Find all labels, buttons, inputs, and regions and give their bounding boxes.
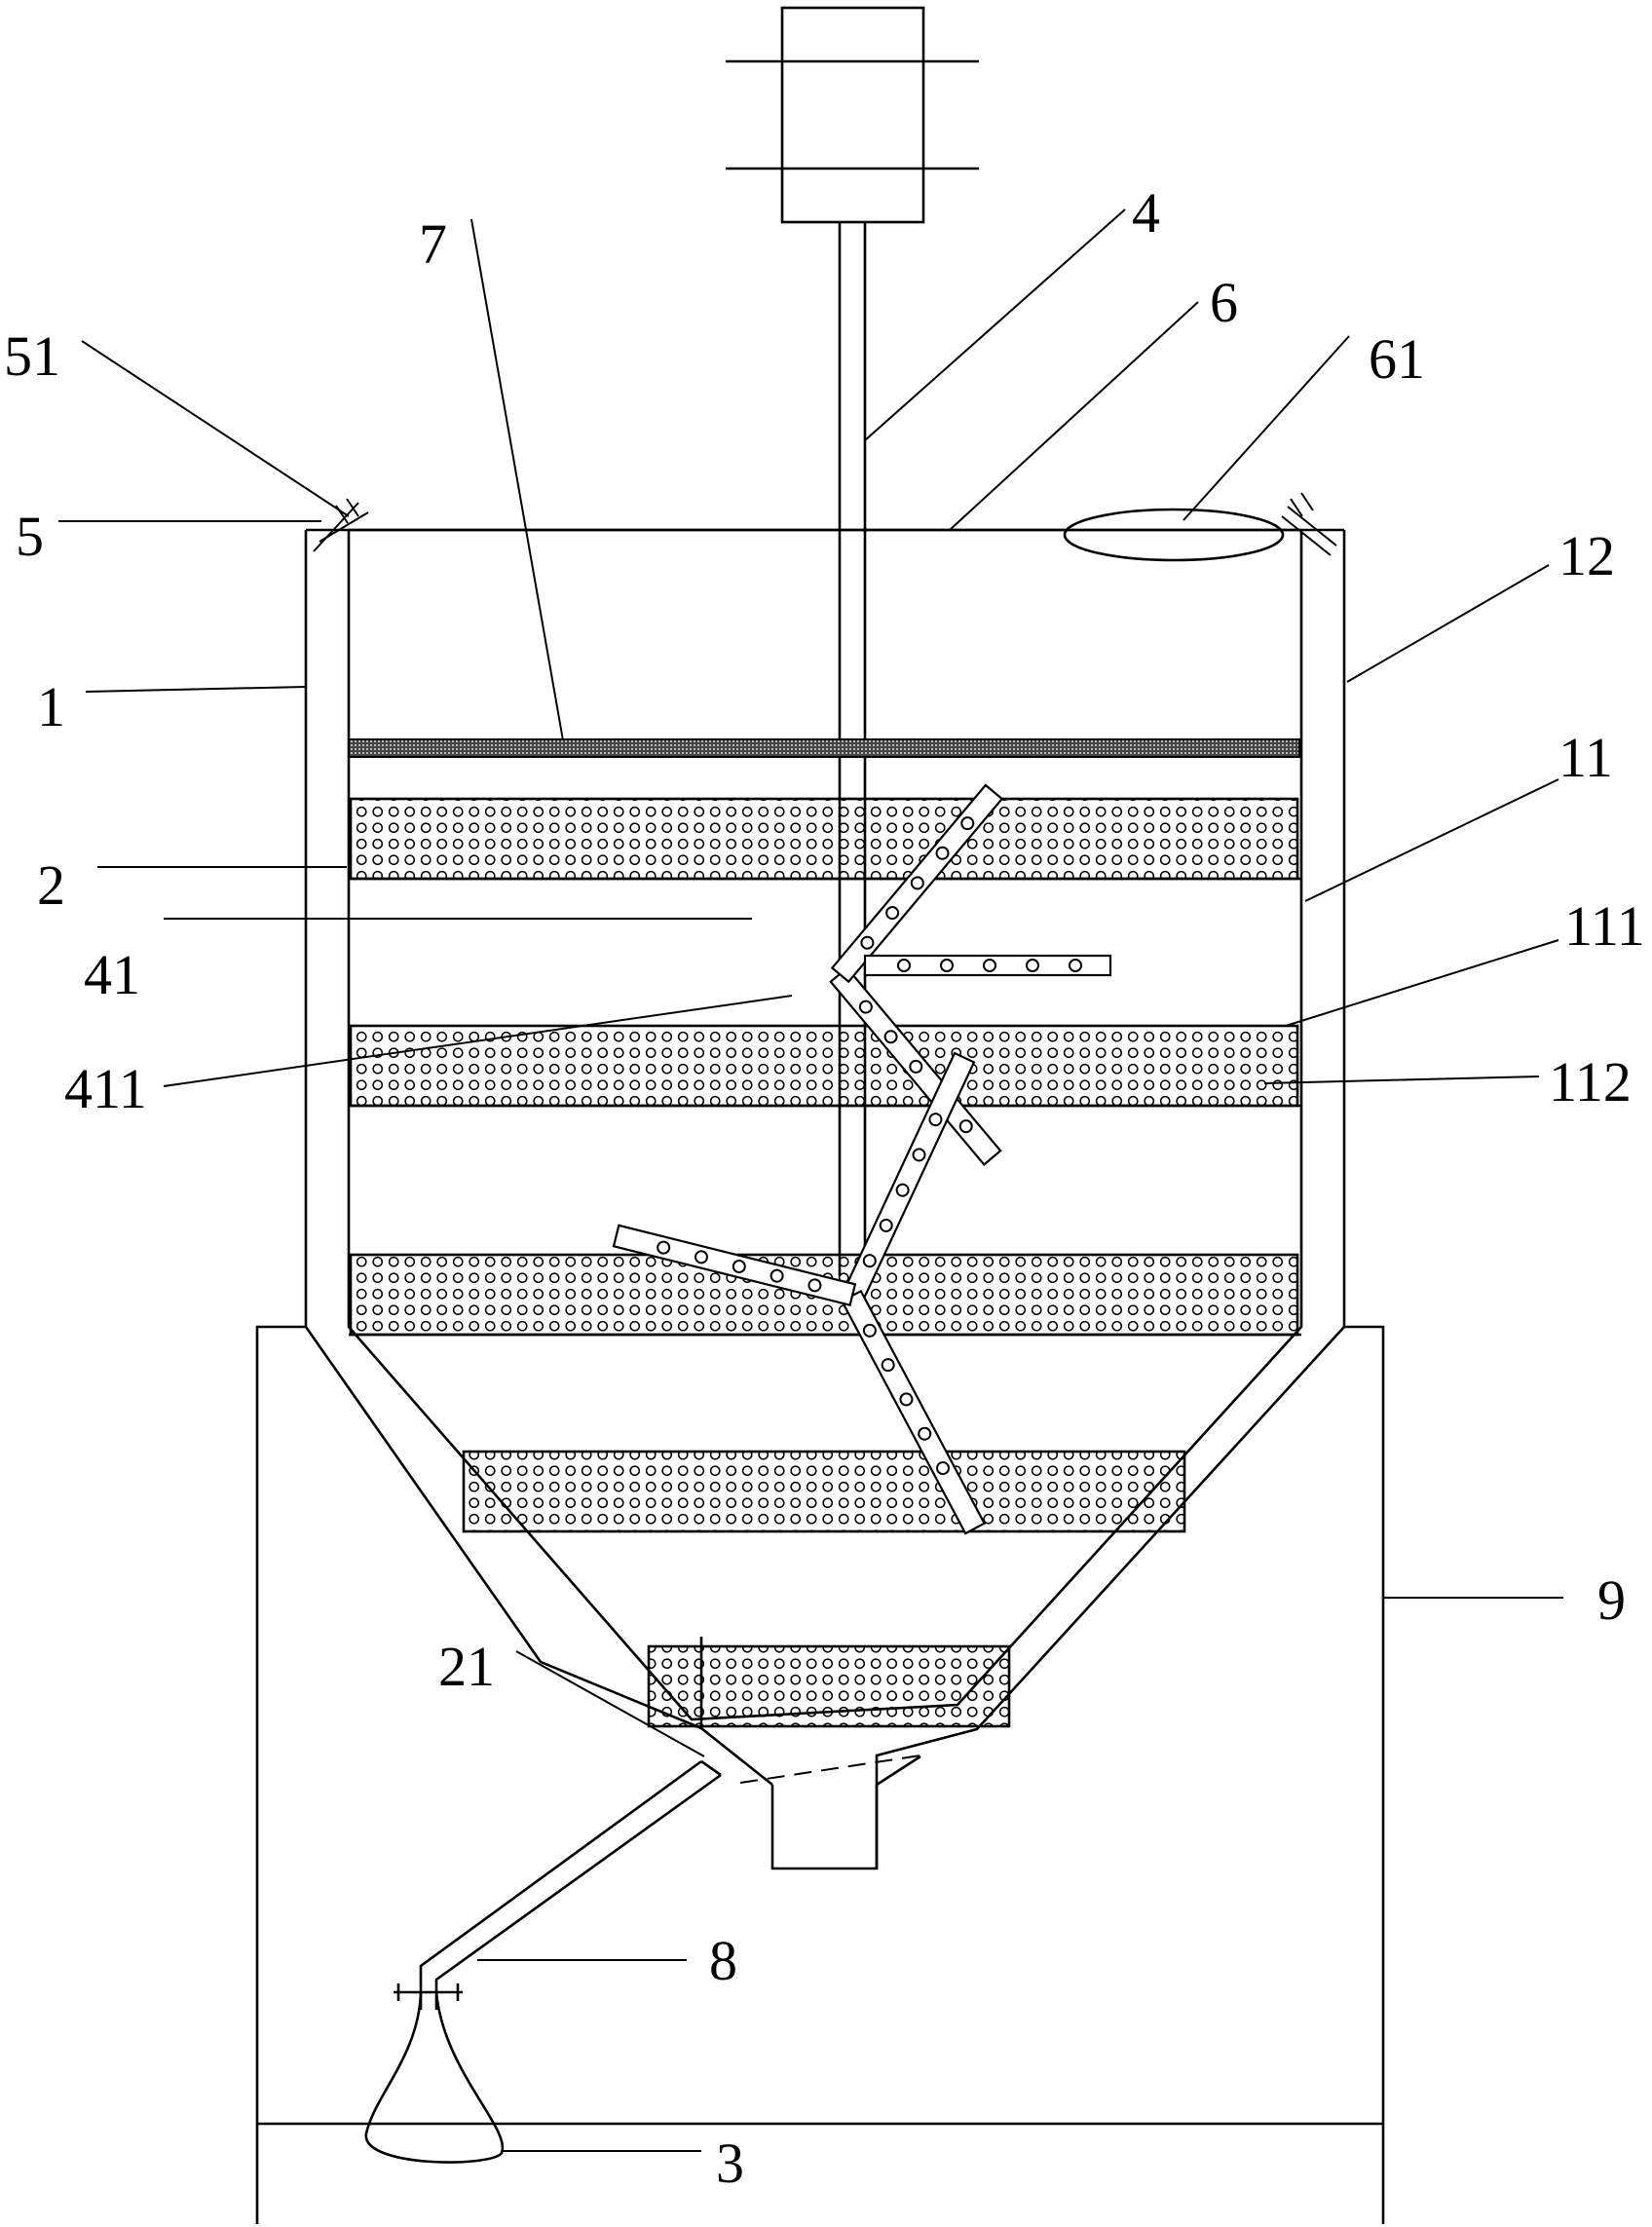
label-1: 1: [37, 675, 65, 738]
label-112: 112: [1549, 1050, 1632, 1114]
hinge-left: [314, 499, 368, 551]
label-4: 4: [1132, 181, 1160, 245]
label-111: 111: [1564, 894, 1645, 958]
label-5: 5: [16, 505, 44, 568]
lid: [349, 510, 1301, 560]
inner-basket: [349, 530, 1301, 1719]
label-411: 411: [64, 1057, 147, 1120]
label-12: 12: [1558, 524, 1615, 587]
label-61: 61: [1369, 327, 1425, 391]
perforated-trays: [349, 799, 1301, 1726]
hinge-right: [1282, 493, 1336, 555]
stirring-arms: [614, 785, 1110, 1533]
label-6: 6: [1210, 271, 1238, 334]
collection-flask: [366, 1983, 503, 2163]
label-8: 8: [709, 1929, 737, 1992]
label-3: 3: [716, 2132, 744, 2195]
label-51: 51: [4, 324, 60, 388]
filter-mesh: [349, 739, 1299, 757]
drain-pipe: [421, 1761, 721, 2010]
label-41: 41: [84, 943, 140, 1006]
label-7: 7: [419, 212, 447, 276]
leader-lines: [58, 209, 1563, 2151]
outlet-nozzle: [701, 1728, 920, 1868]
label-9: 9: [1597, 1568, 1626, 1632]
label-11: 11: [1558, 726, 1613, 789]
motor: [726, 8, 979, 222]
labels: 51 5 1 2 41 411 7 4 6 61 12 11 111 112 9…: [4, 181, 1645, 2195]
label-21: 21: [438, 1635, 495, 1698]
label-2: 2: [37, 853, 65, 917]
